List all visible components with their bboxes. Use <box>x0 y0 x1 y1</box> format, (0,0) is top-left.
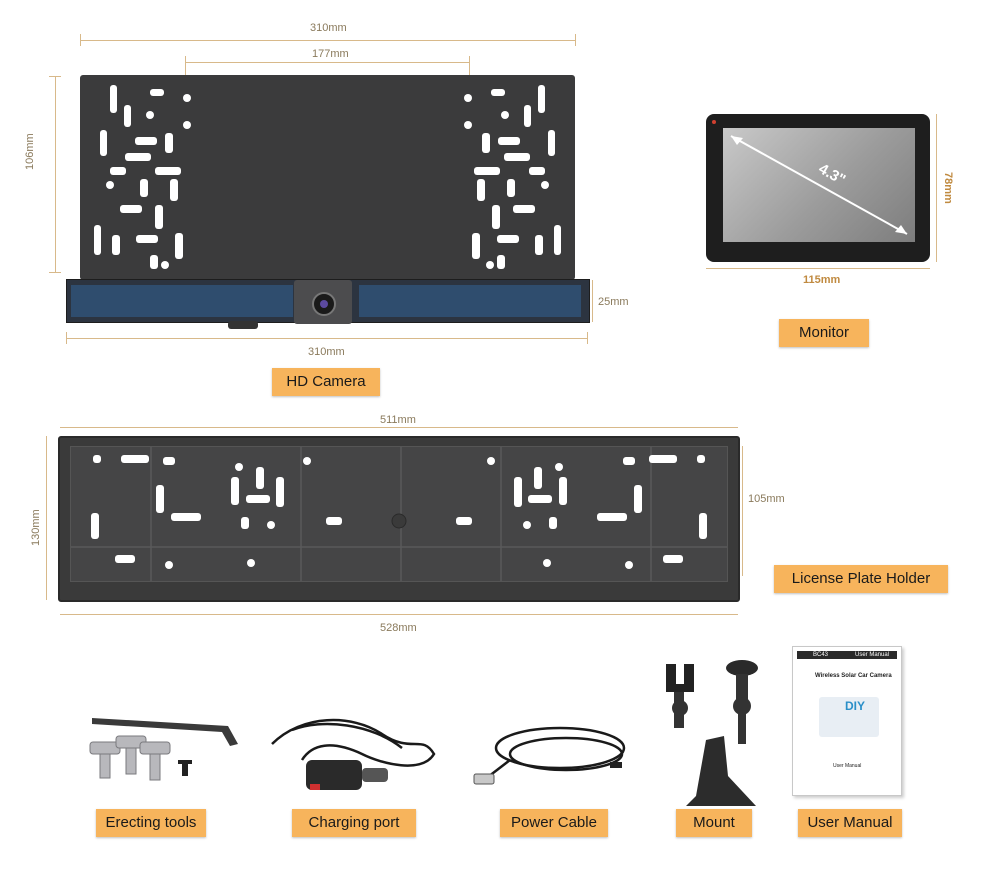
dim-line <box>66 338 588 339</box>
holder-holes <box>71 447 727 581</box>
dim-line <box>592 280 593 322</box>
dim-line <box>706 268 930 269</box>
monitor-label: Monitor <box>779 319 869 347</box>
user-manual-booklet: BC43 User Manual Wireless Solar Car Came… <box>792 646 902 796</box>
usb-cable-icon <box>473 726 626 785</box>
erecting-tools-label: Erecting tools <box>96 809 206 837</box>
dim-tick <box>49 272 61 273</box>
hd-camera-label: HD Camera <box>272 368 380 396</box>
dim-line <box>55 76 56 272</box>
suction-mount-icon <box>666 660 758 806</box>
dim-camera-width-bottom: 310mm <box>308 346 345 358</box>
plate-holder-inner <box>70 446 728 582</box>
dim-line <box>936 114 937 262</box>
dim-line <box>60 427 738 428</box>
dim-monitor-height: 78mm <box>942 172 954 204</box>
dim-camera-hole-spacing: 177mm <box>312 48 349 60</box>
camera-plate <box>80 75 575 280</box>
screwdriver-key-icon <box>89 718 238 781</box>
car-charger-icon <box>271 718 436 790</box>
user-manual-label: User Manual <box>798 809 902 837</box>
manual-model: BC43 <box>813 652 829 658</box>
plate-holder-frame <box>58 436 740 602</box>
dim-camera-height: 106mm <box>24 133 36 170</box>
dim-tick <box>469 56 470 90</box>
plate-holes <box>94 85 561 269</box>
charging-port-label: Charging port <box>292 809 416 837</box>
dim-camera-bar-height: 25mm <box>598 296 629 308</box>
manual-brand: DIY <box>845 699 866 713</box>
camera-cable-icon <box>228 321 258 329</box>
dim-tick <box>66 332 67 344</box>
dim-holder-inner-width: 511mm <box>380 414 416 426</box>
dim-tick <box>49 76 61 77</box>
monitor-screen: 4.3" <box>723 128 915 242</box>
solar-panel-pattern <box>71 285 581 317</box>
dim-line <box>742 446 743 576</box>
dim-line <box>60 614 738 615</box>
camera-lens-icon <box>312 292 336 316</box>
monitor-frame: 4.3" <box>706 114 930 262</box>
power-led-icon <box>712 120 716 124</box>
dim-holder-height: 130mm <box>30 509 42 546</box>
dim-holder-width: 528mm <box>380 622 417 634</box>
dim-camera-width-top: 310mm <box>310 22 347 34</box>
mount-label: Mount <box>676 809 752 837</box>
dim-tick <box>575 34 576 46</box>
dim-tick <box>587 332 588 344</box>
dim-line <box>46 436 47 600</box>
manual-title: Wireless Solar Car Camera <box>815 673 892 679</box>
dim-line <box>185 62 469 63</box>
camera-housing <box>294 280 352 324</box>
manual-footer: User Manual <box>833 763 862 769</box>
power-cable-label: Power Cable <box>500 809 608 837</box>
dim-holder-inner-height: 105mm <box>748 493 785 505</box>
dim-monitor-width: 115mm <box>803 274 841 286</box>
dim-line <box>80 40 576 41</box>
dim-tick <box>80 34 81 46</box>
license-plate-holder-label: License Plate Holder <box>774 565 948 593</box>
dim-tick <box>185 56 186 90</box>
manual-illustration <box>819 697 879 737</box>
diagonal-arrow-icon <box>730 135 908 235</box>
manual-header: User Manual <box>855 652 890 658</box>
